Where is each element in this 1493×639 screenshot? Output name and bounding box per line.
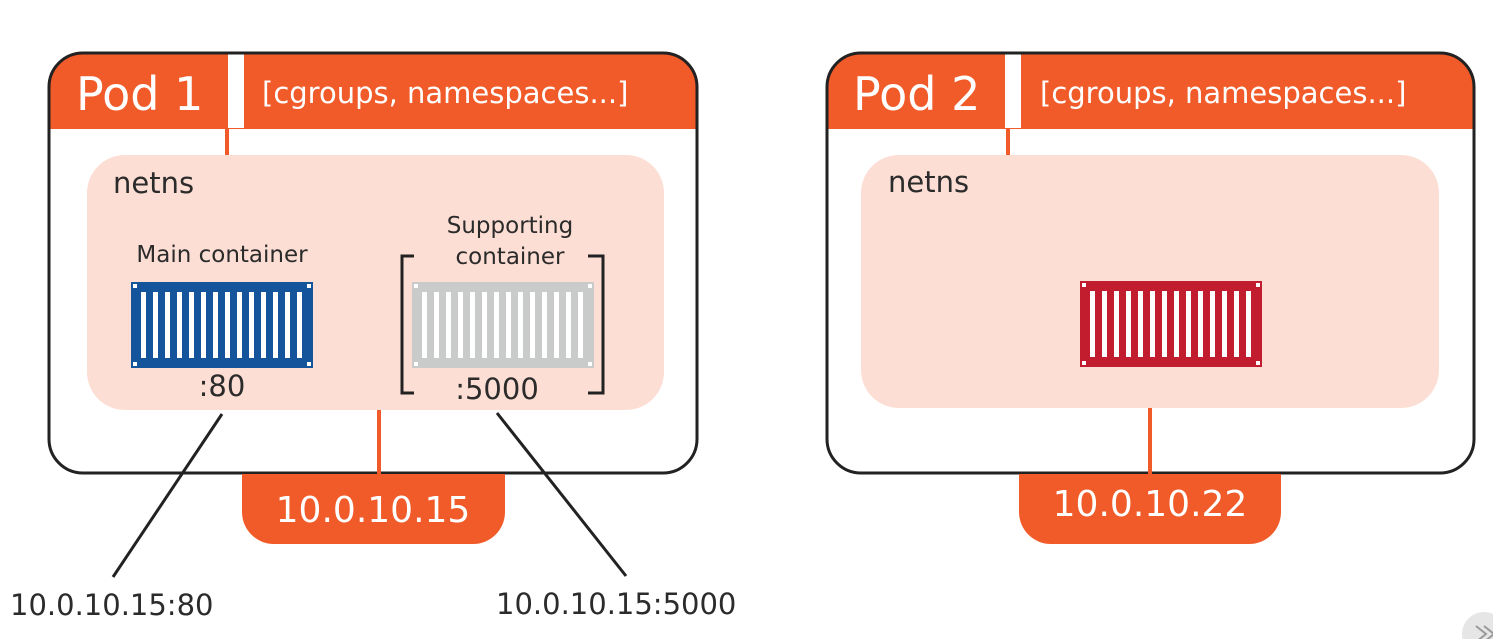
pod-1: Pod 1 [cgroups, namespaces...] netns Mai… — [10, 51, 736, 622]
pod-2-subtitle: [cgroups, namespaces...] — [1040, 76, 1406, 110]
pod-1-box-outline — [47, 51, 699, 475]
supporting-container-label-line2: container — [456, 244, 566, 270]
supporting-endpoint-leader-line — [495, 412, 628, 577]
pod-2-title: Pod 2 — [853, 67, 980, 121]
supporting-container-right-bracket — [588, 254, 605, 395]
pod-1-header-bar — [49, 53, 697, 129]
pod-2-container-icon — [1080, 281, 1262, 367]
pod-2-ip-label: 10.0.10.22 — [1053, 484, 1248, 525]
supporting-container-icon — [412, 282, 594, 368]
supporting-endpoint-label: 10.0.10.15:5000 — [496, 587, 736, 621]
pod-2: Pod 2 [cgroups, namespaces...] netns 10.… — [825, 51, 1476, 544]
pod-1-title: Pod 1 — [76, 67, 203, 121]
pod-1-ip-label: 10.0.10.15 — [276, 490, 471, 531]
pod-1-subtitle: [cgroups, namespaces...] — [262, 76, 628, 110]
main-container-port: :80 — [199, 369, 246, 403]
main-endpoint-label: 10.0.10.15:80 — [10, 588, 213, 622]
overlay-corner-icon[interactable] — [1462, 612, 1493, 639]
pod-2-header-bar — [827, 53, 1474, 129]
main-container-label: Main container — [136, 242, 308, 268]
supporting-container-label-line1: Supporting — [447, 213, 574, 239]
main-container-icon — [131, 282, 313, 368]
pod-2-netns-label: netns — [888, 165, 969, 199]
pod-1-netns-label: netns — [113, 166, 194, 200]
supporting-container-port: :5000 — [455, 372, 539, 406]
supporting-container-left-bracket — [400, 254, 414, 395]
pod-2-ip-badge — [1019, 474, 1281, 544]
main-endpoint-leader-line — [111, 413, 224, 578]
pod-1-ip-badge — [242, 474, 505, 544]
